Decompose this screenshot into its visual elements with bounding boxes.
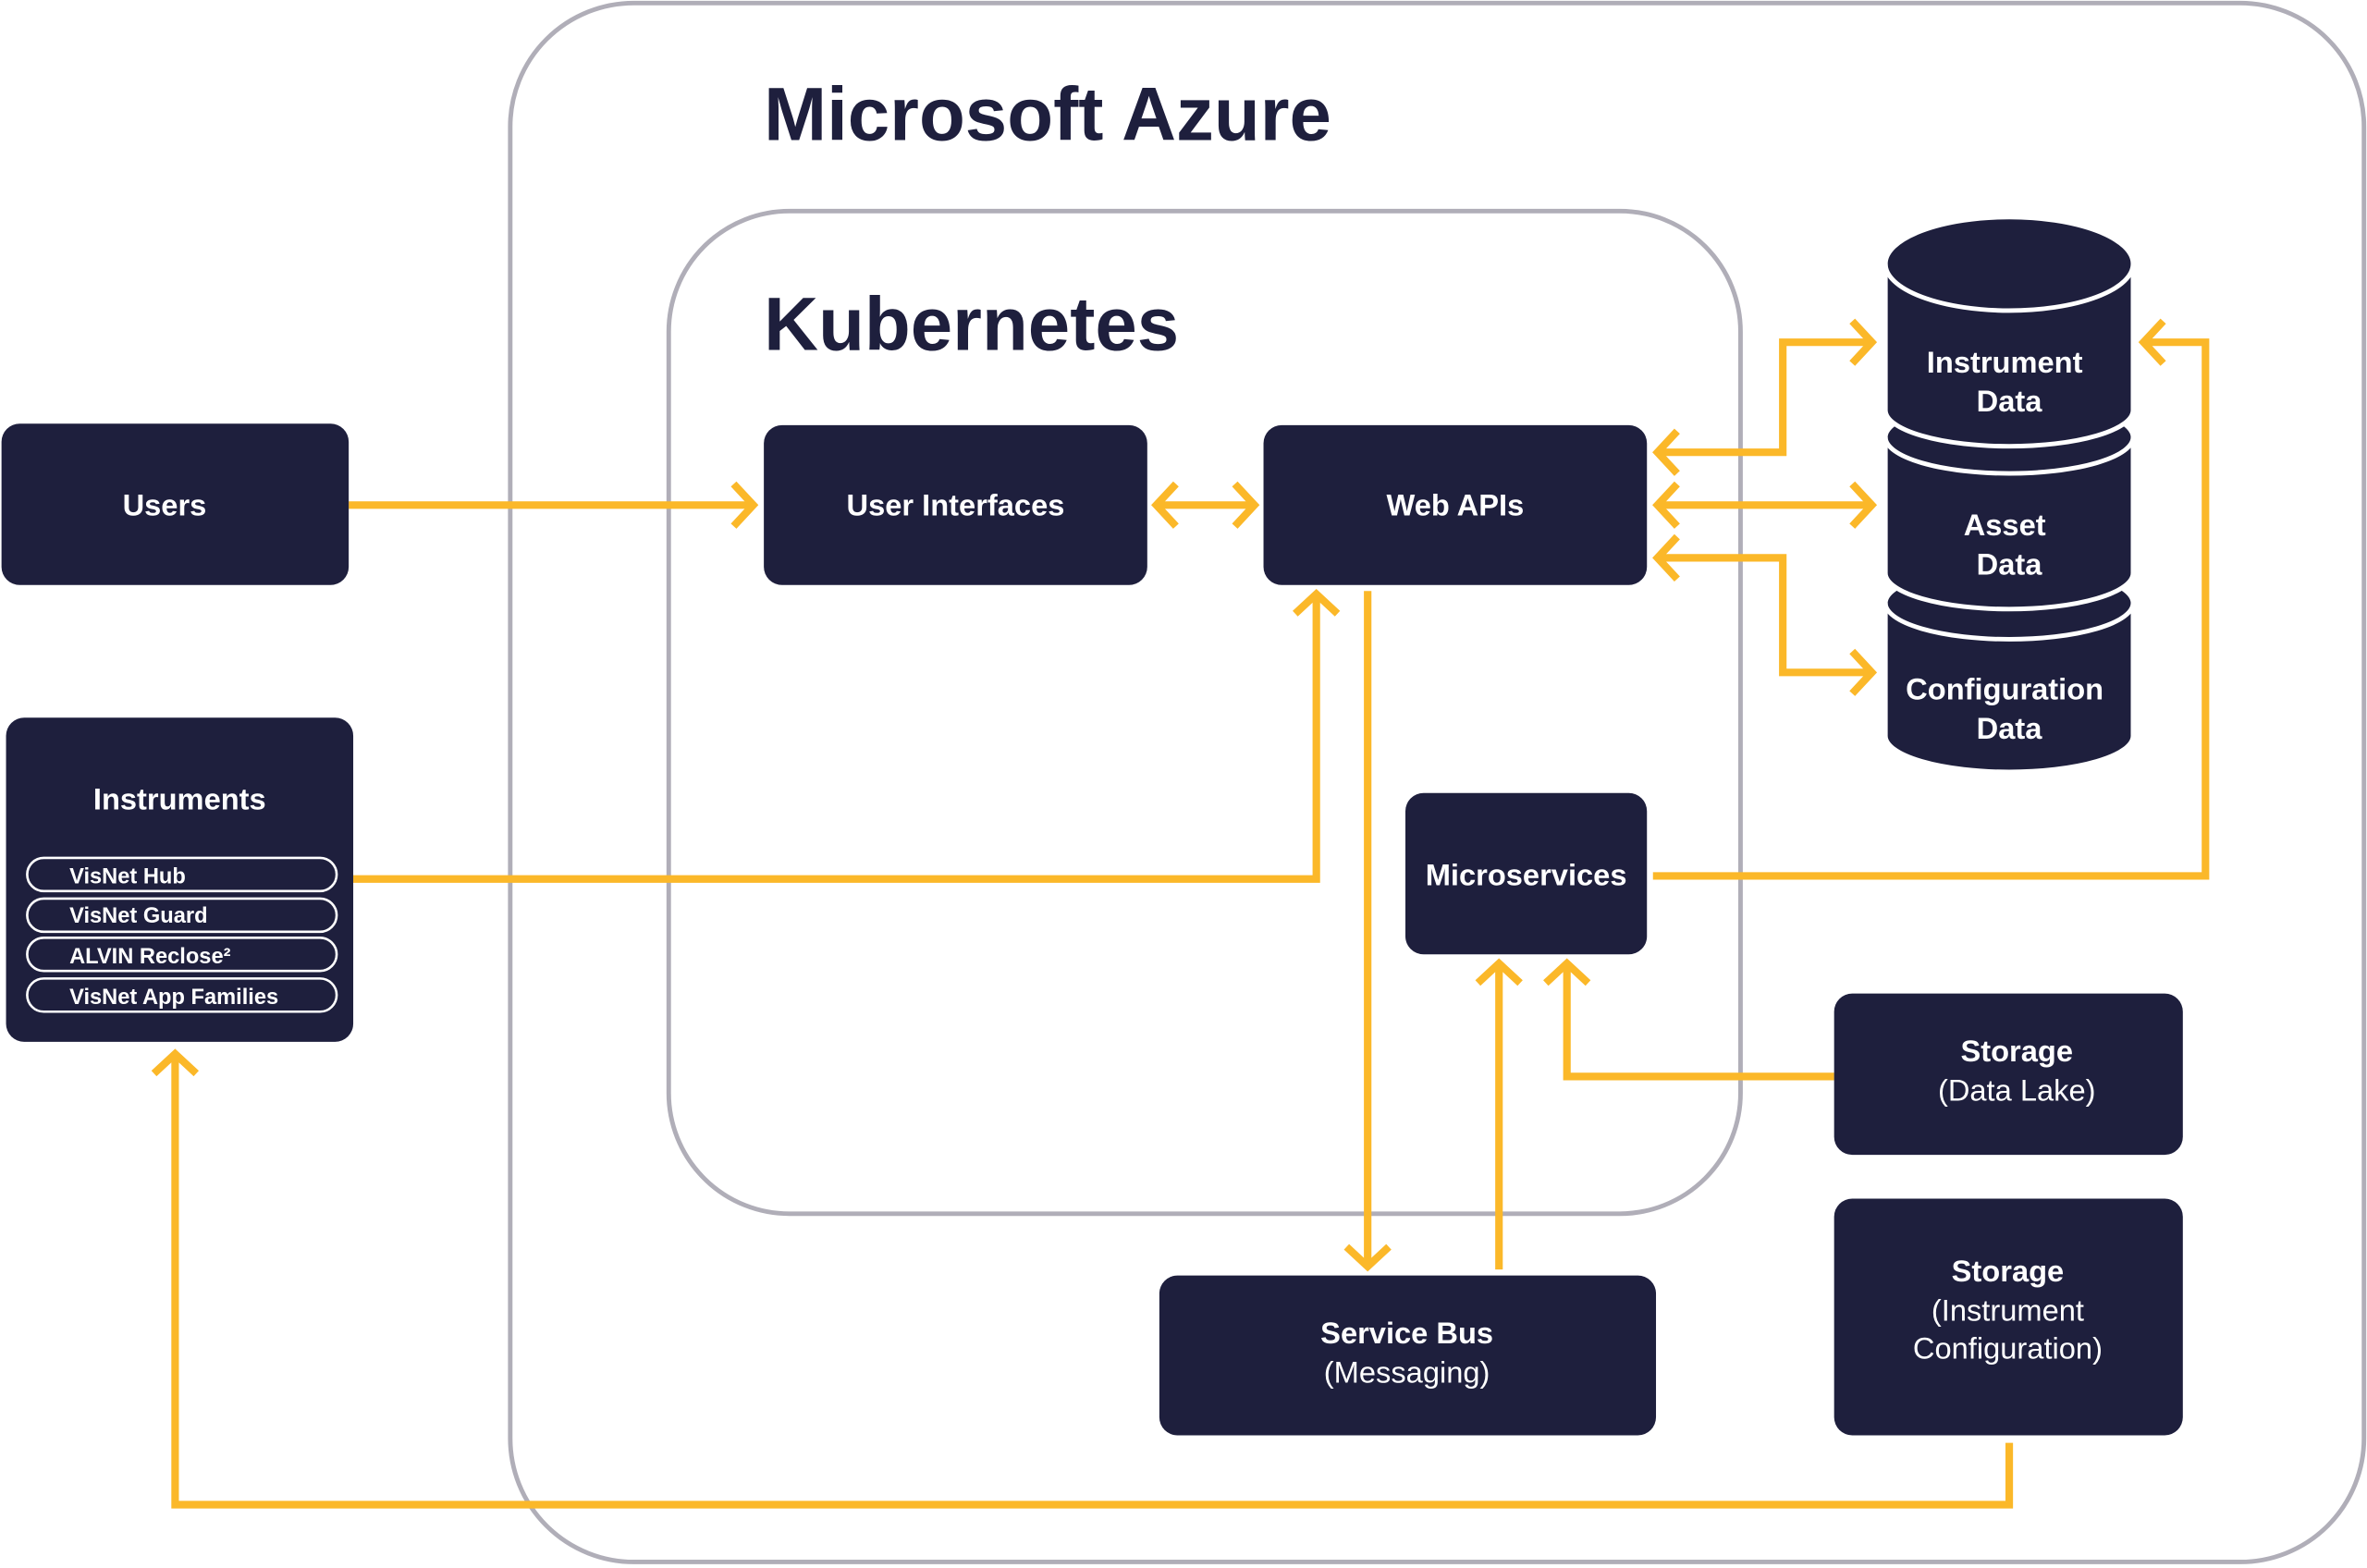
instrument-item-visnet-hub[interactable]: VisNet Hub [26, 856, 338, 893]
storage-data-lake-sublabel: (Data Lake) [1938, 1072, 2096, 1107]
web-apis-box[interactable] [1263, 424, 1648, 585]
node-web-apis[interactable]: Web APIs [1263, 424, 1648, 585]
arrowhead-left-icon [1652, 481, 1680, 529]
edge-instruments-to-webapis [353, 594, 1320, 883]
instruments-label: Instruments [93, 782, 266, 816]
microservices-box[interactable] [1405, 792, 1648, 955]
service-bus-box[interactable] [1159, 1275, 1657, 1436]
db-label-line1: Configuration [1906, 672, 2103, 706]
pill-outline [26, 937, 338, 973]
database-icon [1883, 214, 2136, 449]
users-label: Users [123, 488, 207, 522]
edge-datalake-to-microservices [1563, 963, 1834, 1081]
db-label-line2: Data [1977, 546, 2043, 581]
cylinder-rim [1883, 263, 2136, 313]
storage-instrument-config-box[interactable] [1834, 1198, 2183, 1436]
node-microservices[interactable]: Microservices [1405, 792, 1648, 955]
cylinder-rim [1883, 603, 2136, 642]
kubernetes-boundary [666, 208, 1743, 1217]
instrument-item-label: VisNet Guard [69, 904, 207, 928]
pill-outline [26, 977, 338, 1013]
db-label-line2: Data [1977, 711, 2043, 745]
db-label-line2: Data [1977, 384, 2043, 418]
web-apis-label: Web APIs [1386, 488, 1524, 522]
storage-instrument-config-label: Storage [1952, 1254, 2065, 1288]
db-segment-instrument-data[interactable]: Instrument Data [1883, 214, 2136, 449]
azure-boundary [508, 0, 2367, 1564]
arrowhead-up-icon [1293, 588, 1341, 617]
service-bus-sublabel: (Messaging) [1324, 1354, 1490, 1389]
arrowhead-right-icon [730, 481, 759, 529]
arrowhead-right-icon [1849, 318, 1878, 366]
instrument-item-visnet-app-families[interactable]: VisNet App Families [26, 977, 338, 1013]
instrument-item-visnet-guard[interactable]: VisNet Guard [26, 897, 338, 934]
edge-webapis-configuration-data [1657, 554, 1872, 677]
edge-webapis-instrument-data [1657, 338, 1872, 457]
azure-title: Microsoft Azure [764, 73, 1331, 157]
instrument-item-label: ALVIN Reclose² [69, 945, 231, 969]
node-users[interactable]: Users [1, 423, 350, 585]
users-box[interactable] [1, 423, 350, 585]
arrowhead-left-icon [1652, 428, 1680, 476]
edge-microservices-to-instrument-data [1652, 338, 2210, 880]
kubernetes-title: Kubernetes [764, 282, 1179, 366]
connectors [151, 318, 2210, 1509]
pill-outline [26, 897, 338, 934]
instrument-item-label: VisNet Hub [69, 865, 186, 889]
azure-container: Microsoft Azure [508, 0, 2367, 1564]
db-label-line1: Instrument [1927, 345, 2083, 379]
instruments-box[interactable] [6, 717, 354, 1042]
user-interfaces-box[interactable] [764, 424, 1147, 585]
db-label-line1: Asset [1964, 508, 2046, 542]
database-stack: Configuration Data Asset Data Instrument… [1883, 214, 2136, 775]
edge-instrument-config-to-instruments [171, 1053, 2014, 1509]
arrowhead-down-icon [1343, 1243, 1392, 1272]
instrument-item-label: VisNet App Families [69, 986, 278, 1010]
user-interfaces-label: User Interfaces [847, 488, 1065, 522]
arrowhead-up-icon [1475, 958, 1523, 986]
instrument-item-alvin-reclose[interactable]: ALVIN Reclose² [26, 937, 338, 973]
arrowhead-left-icon [1151, 481, 1179, 529]
arrowhead-up-icon [151, 1048, 200, 1077]
service-bus-label: Service Bus [1320, 1316, 1493, 1350]
arrowhead-up-icon [1543, 958, 1591, 986]
storage-instrument-config-sublabel-1: (Instrument [1932, 1293, 2084, 1328]
arrowhead-left-icon [1652, 533, 1680, 582]
storage-data-lake-box[interactable] [1834, 993, 2183, 1156]
pill-outline [26, 856, 338, 893]
node-service-bus[interactable]: Service Bus (Messaging) [1159, 1275, 1657, 1436]
node-storage-instrument-config[interactable]: Storage (Instrument Configuration) [1834, 1198, 2183, 1436]
arrowhead-right-icon [1849, 481, 1878, 529]
arrowhead-right-icon [1849, 648, 1878, 696]
node-storage-data-lake[interactable]: Storage (Data Lake) [1834, 993, 2183, 1156]
arrowhead-right-icon [1232, 481, 1260, 529]
kubernetes-container: Kubernetes [666, 208, 1743, 1217]
cylinder-rim [1883, 436, 2136, 476]
arrowhead-left-icon [2138, 318, 2166, 366]
node-instruments[interactable]: Instruments VisNet Hub VisNet Guard ALVI… [6, 717, 354, 1042]
storage-instrument-config-sublabel-2: Configuration) [1913, 1330, 2103, 1365]
storage-data-lake-label: Storage [1960, 1034, 2073, 1068]
microservices-label: Microservices [1426, 857, 1627, 891]
node-user-interfaces[interactable]: User Interfaces [764, 424, 1147, 585]
